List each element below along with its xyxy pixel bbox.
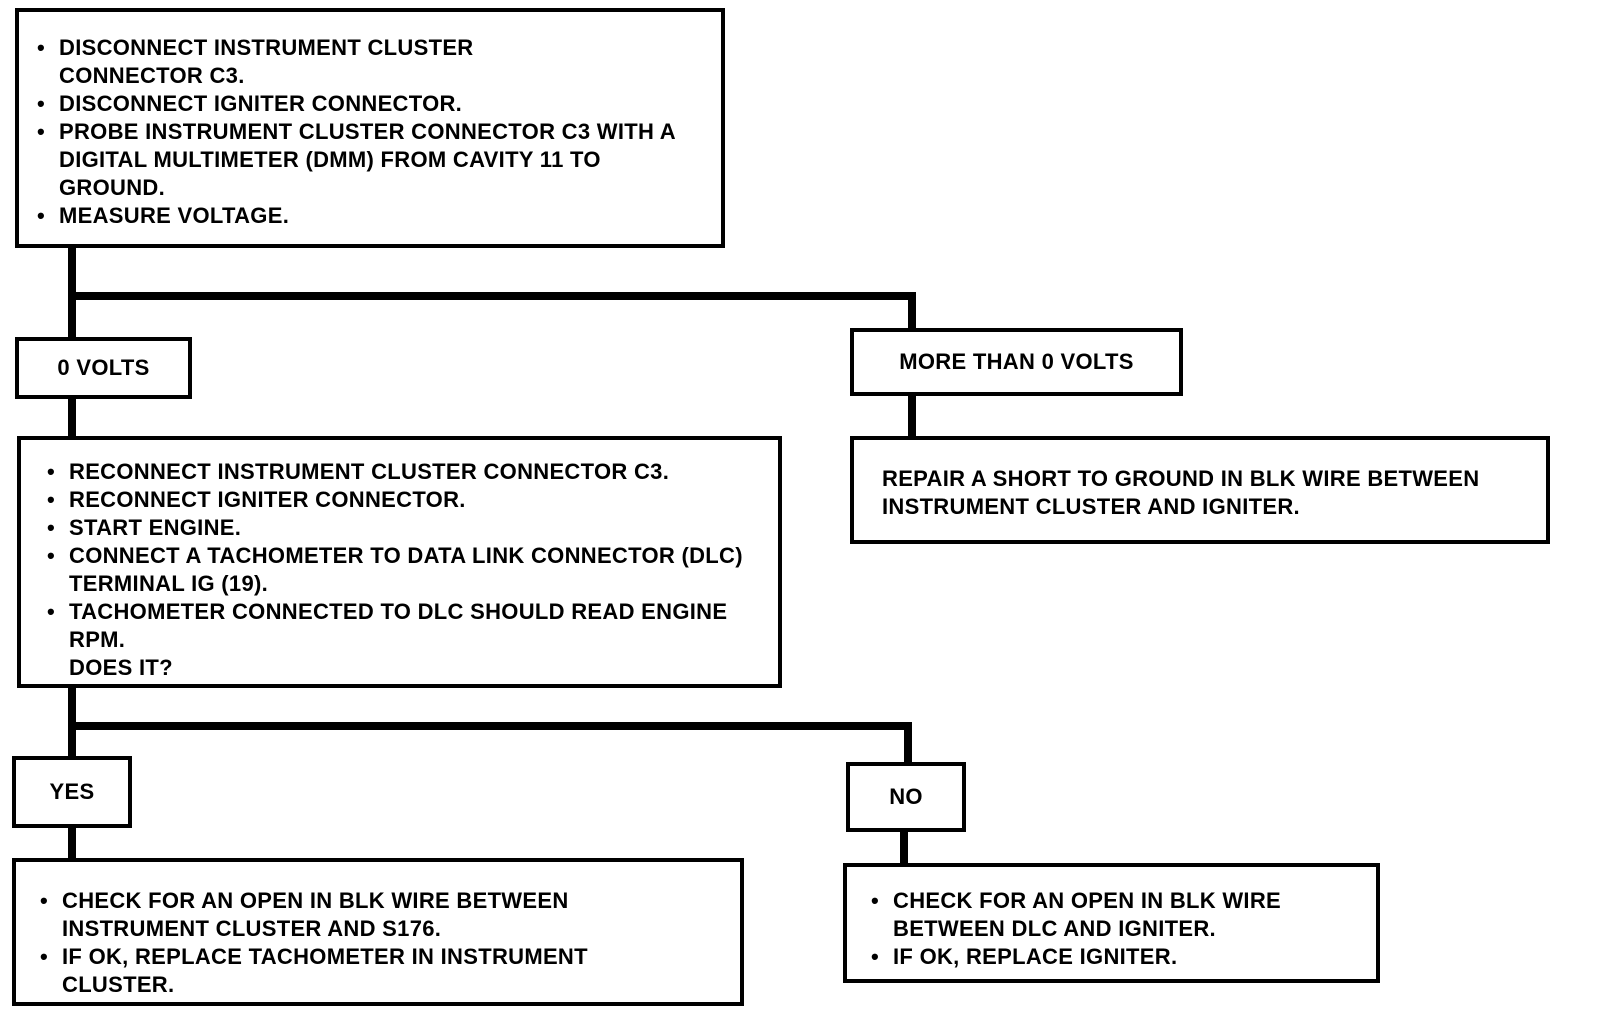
connector-line <box>904 722 912 764</box>
branch-yes-label: YES <box>49 779 95 804</box>
branch-no-box: NO <box>846 762 966 832</box>
connector-line <box>68 722 912 730</box>
repair-short-text: REPAIR A SHORT TO GROUND IN BLK WIRE BET… <box>882 466 1480 519</box>
result-yes-box: CHECK FOR AN OPEN IN BLK WIRE BETWEEN IN… <box>12 858 744 1006</box>
result-no-box: CHECK FOR AN OPEN IN BLK WIRE BETWEEN DL… <box>843 863 1380 983</box>
branch-more-volts-box: MORE THAN 0 VOLTS <box>850 328 1183 396</box>
step1-item: PROBE INSTRUMENT CLUSTER CONNECTOR C3 WI… <box>37 118 709 202</box>
step2-item: RECONNECT INSTRUMENT CLUSTER CONNECTOR C… <box>47 458 768 486</box>
step2-item: START ENGINE. <box>47 514 768 542</box>
step2-question: DOES IT? <box>69 655 173 680</box>
step1-box: DISCONNECT INSTRUMENT CLUSTER CONNECTOR … <box>15 8 725 248</box>
result-yes-item: CHECK FOR AN OPEN IN BLK WIRE BETWEEN IN… <box>40 887 682 943</box>
connector-line <box>900 829 908 865</box>
connector-line <box>68 396 76 438</box>
branch-no-label: NO <box>889 784 923 809</box>
result-no-list: CHECK FOR AN OPEN IN BLK WIRE BETWEEN DL… <box>871 887 1366 971</box>
connector-line <box>908 394 916 438</box>
connector-line <box>68 826 76 860</box>
step2-item: CONNECT A TACHOMETER TO DATA LINK CONNEC… <box>47 542 774 598</box>
step2-item: TACHOMETER CONNECTED TO DLC SHOULD READ … <box>47 598 739 654</box>
branch-yes-box: YES <box>12 756 132 828</box>
step1-item: MEASURE VOLTAGE. <box>37 202 707 230</box>
step2-box: RECONNECT INSTRUMENT CLUSTER CONNECTOR C… <box>17 436 782 688</box>
branch-more-volts-label: MORE THAN 0 VOLTS <box>899 349 1134 374</box>
branch-zero-volts-box: 0 VOLTS <box>15 337 192 399</box>
step1-list: DISCONNECT INSTRUMENT CLUSTER CONNECTOR … <box>37 34 707 230</box>
result-no-item: IF OK, REPLACE IGNITER. <box>871 943 1366 971</box>
step1-item: DISCONNECT IGNITER CONNECTOR. <box>37 90 707 118</box>
result-yes-item: IF OK, REPLACE TACHOMETER IN INSTRUMENT … <box>40 943 702 999</box>
connector-line <box>68 292 916 300</box>
step1-item: DISCONNECT INSTRUMENT CLUSTER CONNECTOR … <box>37 34 559 90</box>
branch-zero-volts-label: 0 VOLTS <box>57 355 150 380</box>
step2-item: RECONNECT IGNITER CONNECTOR. <box>47 486 768 514</box>
repair-short-box: REPAIR A SHORT TO GROUND IN BLK WIRE BET… <box>850 436 1550 544</box>
result-yes-list: CHECK FOR AN OPEN IN BLK WIRE BETWEEN IN… <box>40 887 730 999</box>
result-no-item: CHECK FOR AN OPEN IN BLK WIRE BETWEEN DL… <box>871 887 1363 943</box>
step2-list: RECONNECT INSTRUMENT CLUSTER CONNECTOR C… <box>47 458 768 654</box>
connector-line <box>908 292 916 330</box>
